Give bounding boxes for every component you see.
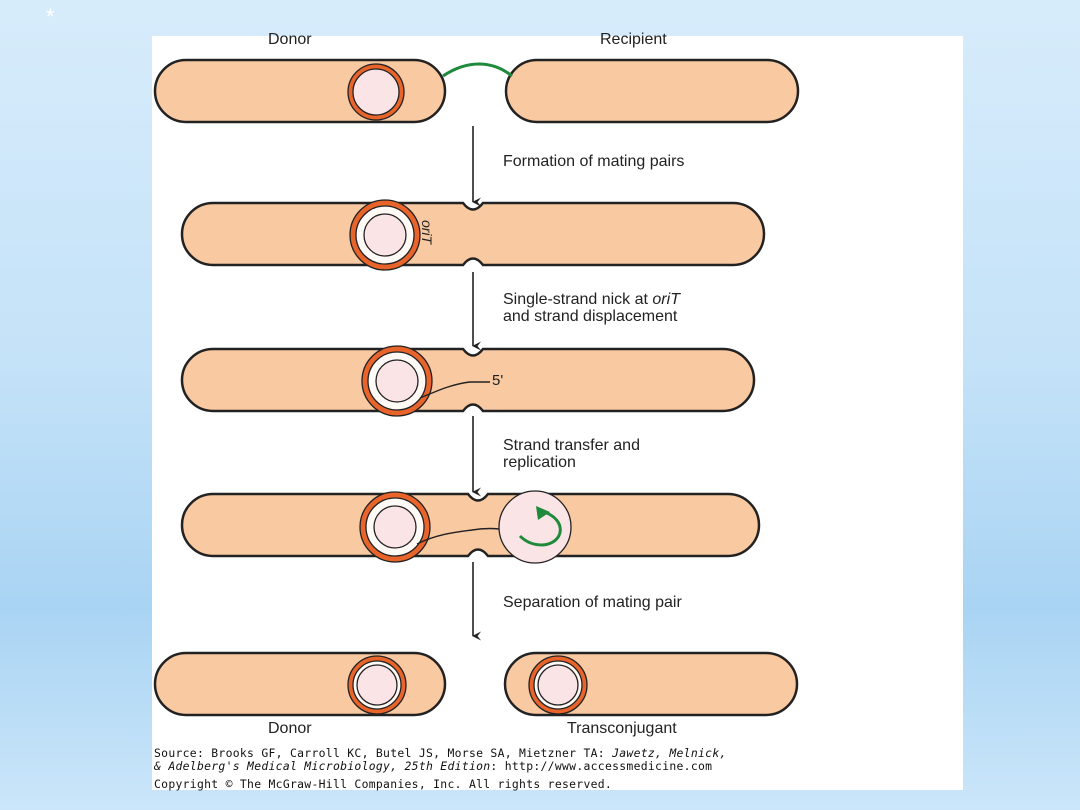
row-2-joined [180, 199, 766, 271]
step-2-text: Single-strand nick at oriT and strand di… [503, 291, 680, 325]
plasmid-1 [347, 63, 405, 121]
row-1-mating [153, 58, 800, 124]
source-line-2: & Adelberg's Medical Microbiology, 25th … [154, 759, 713, 773]
donor-plasmid-5 [347, 655, 407, 715]
displaced-strand-3 [419, 381, 490, 399]
transfer-strand-4 [416, 527, 505, 545]
label-orit: oriT [419, 219, 436, 245]
replication-arrow [518, 510, 562, 547]
label-donor-bottom: Donor [268, 720, 312, 737]
diagram-panel: Donor Recipient oriT 5' Formation of mat… [152, 31, 963, 791]
donor-plasmid-4 [359, 491, 431, 563]
joined-cells-3 [180, 347, 756, 413]
label-transconjugant-bottom: Transconjugant [567, 720, 677, 737]
row-4-transfer [180, 490, 761, 564]
row-3-displacement [180, 345, 756, 417]
joined-cells-2 [180, 201, 766, 267]
conjugation-diagram [153, 58, 800, 717]
row-5-separated [153, 651, 799, 717]
label-recipient-top: Recipient [600, 31, 667, 48]
label-donor-top: Donor [268, 31, 312, 48]
joined-cells-4 [180, 492, 761, 558]
plasmid-3 [361, 345, 433, 417]
sparkle-icon: * [46, 4, 55, 29]
step-3-text: Strand transfer and replication [503, 437, 640, 471]
recipient-plasmid-4 [498, 490, 572, 564]
copyright-line: Copyright © The McGraw-Hill Companies, I… [154, 777, 613, 791]
pilus [442, 62, 513, 78]
transconjugant-plasmid-5 [528, 655, 588, 715]
source-line-1: Source: Brooks GF, Carroll KC, Butel JS,… [154, 746, 727, 760]
step-1-text: Formation of mating pairs [503, 153, 685, 170]
recipient-cell-1 [504, 58, 800, 124]
step-4-text: Separation of mating pair [503, 594, 682, 611]
plasmid-2 [349, 199, 421, 271]
label-five-prime: 5' [492, 372, 504, 389]
